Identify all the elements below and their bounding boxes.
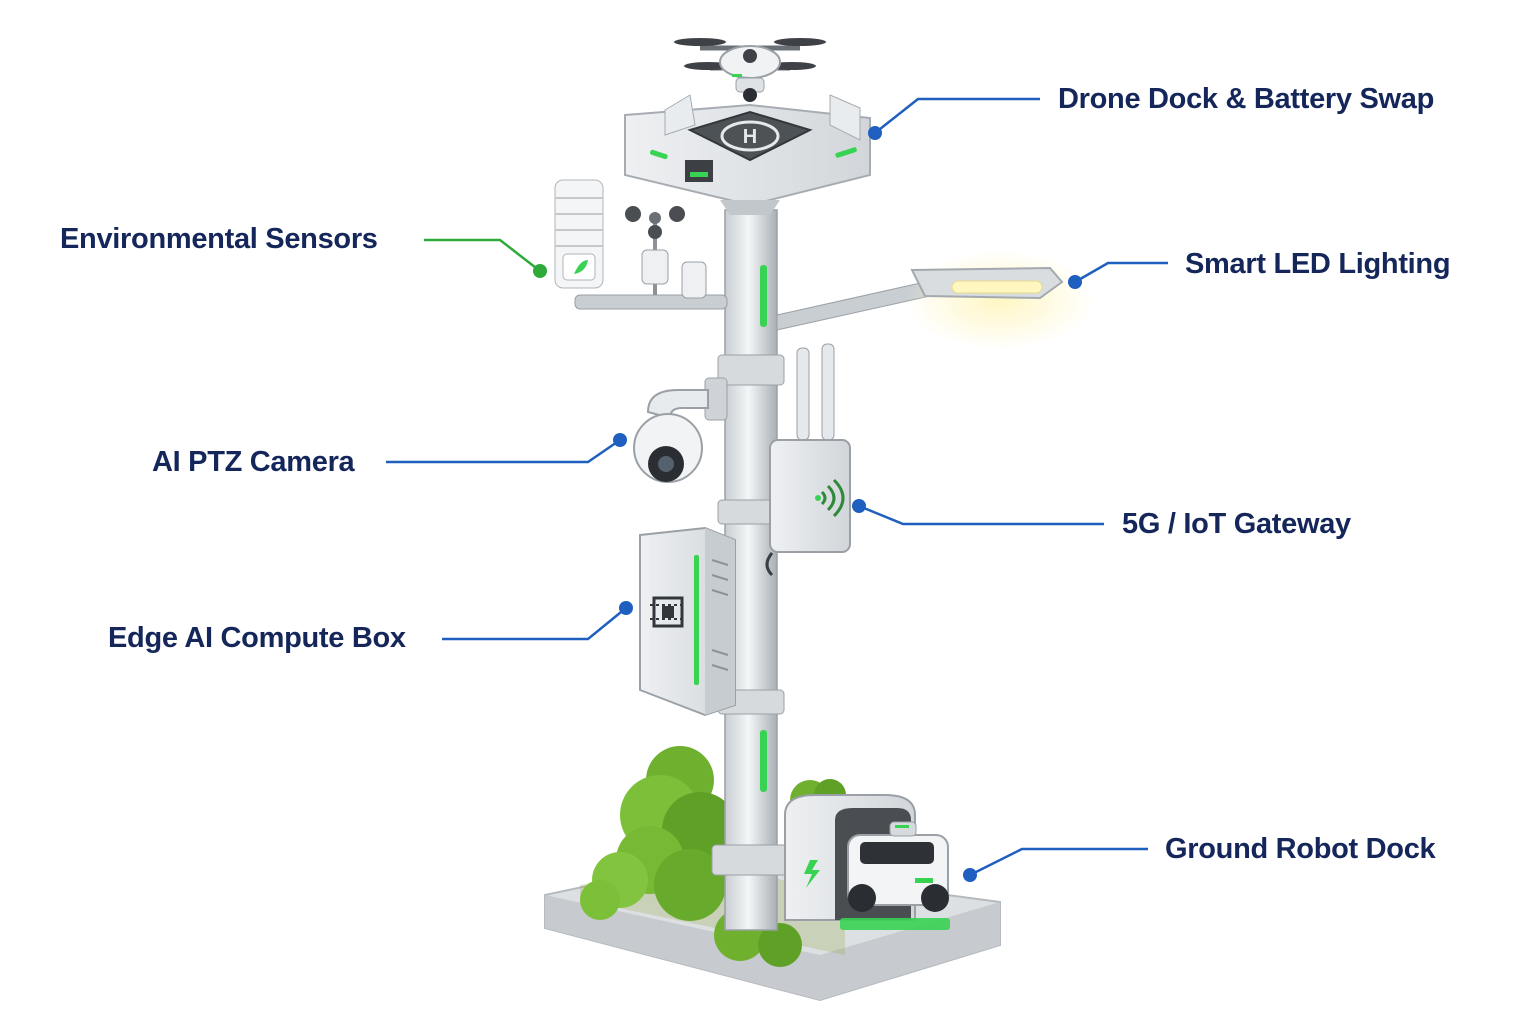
leader-environmental-sensors	[424, 238, 541, 272]
leader-smart-led	[1074, 261, 1168, 284]
leader-lines	[386, 97, 1168, 882]
label-ptz-camera: AI PTZ Camera	[152, 446, 355, 478]
label-gateway: 5G / IoT Gateway	[1122, 508, 1351, 540]
leader-ptz-camera	[386, 438, 621, 464]
label-edge-compute: Edge AI Compute Box	[108, 622, 406, 654]
leader-edge-compute	[442, 607, 627, 641]
helipad-icon: H	[743, 126, 757, 148]
drone	[674, 38, 826, 102]
label-smart-led: Smart LED Lighting	[1185, 248, 1451, 280]
environmental-sensor-array	[554, 179, 728, 310]
drone-dock: H	[624, 94, 871, 215]
leader-dot-edge-compute	[619, 601, 633, 615]
leader-dot-environmental-sensors	[533, 264, 547, 278]
anemometer-cup-icon	[625, 206, 641, 222]
chip-icon	[650, 596, 686, 628]
label-robot-dock: Ground Robot Dock	[1165, 833, 1436, 865]
edge-compute-box	[639, 526, 736, 717]
ptz-camera	[633, 377, 728, 483]
leader-dot-robot-dock	[963, 868, 977, 882]
leader-dot-smart-led	[1068, 275, 1082, 289]
wifi-icon	[820, 478, 845, 518]
lightning-icon	[804, 860, 820, 888]
leader-dot-ptz-camera	[613, 433, 627, 447]
leader-dot-gateway	[852, 499, 866, 513]
leader-gateway	[858, 504, 1104, 526]
ground-robot-dock	[784, 794, 950, 930]
leaf-icon	[574, 260, 588, 274]
leader-robot-dock	[969, 847, 1148, 877]
label-environmental-sensors: Environmental Sensors	[60, 223, 378, 255]
iot-gateway	[765, 343, 851, 577]
leader-dot-drone-dock	[868, 126, 882, 140]
label-drone-dock: Drone Dock & Battery Swap	[1058, 83, 1435, 115]
smart-led-streetlight	[776, 250, 1095, 350]
leader-drone-dock	[874, 97, 1040, 134]
